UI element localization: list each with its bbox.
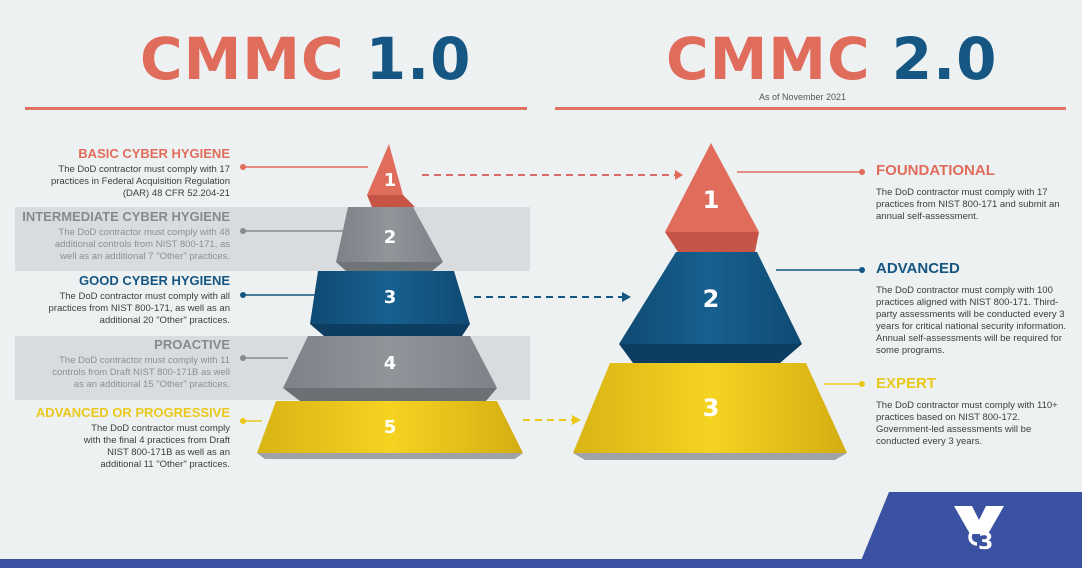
level-description: The DoD contractor must comply with 17 p… (876, 187, 1060, 222)
level-2-band (15, 207, 530, 271)
level-description: The DoD contractor must comply with 17 p… (50, 164, 230, 199)
cmmc2-level-3-number: 3 (702, 394, 720, 422)
level-heading: EXPERT (876, 375, 937, 392)
cmmc1-level-4-number: 4 (383, 353, 397, 374)
cmmc1-level-3-number: 3 (383, 287, 397, 308)
cmmc1-level-3-label: GOOD CYBER HYGIENE The DoD contractor mu… (10, 273, 230, 327)
cmmc1-level-5-number: 5 (383, 417, 397, 438)
level-heading: BASIC CYBER HYGIENE (78, 146, 230, 161)
left-title-divider (25, 107, 527, 110)
cmmc2-level-2-label: ADVANCED The DoD contractor must comply … (876, 260, 1071, 357)
level-heading: FOUNDATIONAL (876, 162, 995, 179)
cmmc2-level-3-label: EXPERT The DoD contractor must comply wi… (876, 375, 1071, 448)
cmmc1-level-2-label: INTERMEDIATE CYBER HYGIENE The DoD contr… (0, 209, 230, 263)
cmmc1-level-4-label: PROACTIVE The DoD contractor must comply… (10, 337, 230, 391)
level-description: The DoD contractor must comply with 11 c… (52, 355, 230, 390)
cmmc1-level-1-number: 1 (383, 170, 397, 191)
cmmc2-level-1-number: 1 (702, 186, 720, 214)
cmmc2-level-2-number: 2 (702, 285, 720, 313)
cmmc-1-title: CMMC 1.0 (140, 25, 472, 93)
cmmc1-level-2-number: 2 (383, 227, 397, 248)
arrow-level-5-to-expert (523, 415, 581, 425)
vc3-logo: 3 VC3 (950, 500, 1010, 560)
level-heading: GOOD CYBER HYGIENE (79, 273, 230, 288)
level-heading: ADVANCED (876, 260, 960, 277)
as-of-date: As of November 2021 (759, 92, 847, 102)
level-description: The DoD contractor must comply with 48 a… (54, 227, 230, 262)
arrow-level-1-to-foundational (422, 170, 683, 180)
vc3-logo-icon: 3 (954, 506, 1004, 555)
cmmc2-level-1-label: FOUNDATIONAL The DoD contractor must com… (876, 162, 1071, 223)
level-description: The DoD contractor must comply with 110+… (876, 400, 1058, 447)
cmmc1-level-5-label: ADVANCED OR PROGRESSIVE The DoD contract… (10, 405, 230, 471)
level-heading: INTERMEDIATE CYBER HYGIENE (22, 209, 230, 224)
level-heading: PROACTIVE (154, 337, 230, 352)
level-description: The DoD contractor must comply with all … (48, 291, 230, 326)
level-heading: ADVANCED OR PROGRESSIVE (35, 405, 230, 420)
right-title-divider (555, 107, 1066, 110)
svg-text:3: 3 (978, 530, 993, 555)
cmmc1-level-1-label: BASIC CYBER HYGIENE The DoD contractor m… (10, 146, 230, 200)
level-description: The DoD contractor must comply with 100 … (876, 285, 1067, 356)
arrow-level-3-to-advanced (474, 292, 631, 302)
cmmc-2-title: CMMC 2.0 (666, 25, 998, 93)
level-description: The DoD contractor must comply with the … (83, 423, 230, 470)
